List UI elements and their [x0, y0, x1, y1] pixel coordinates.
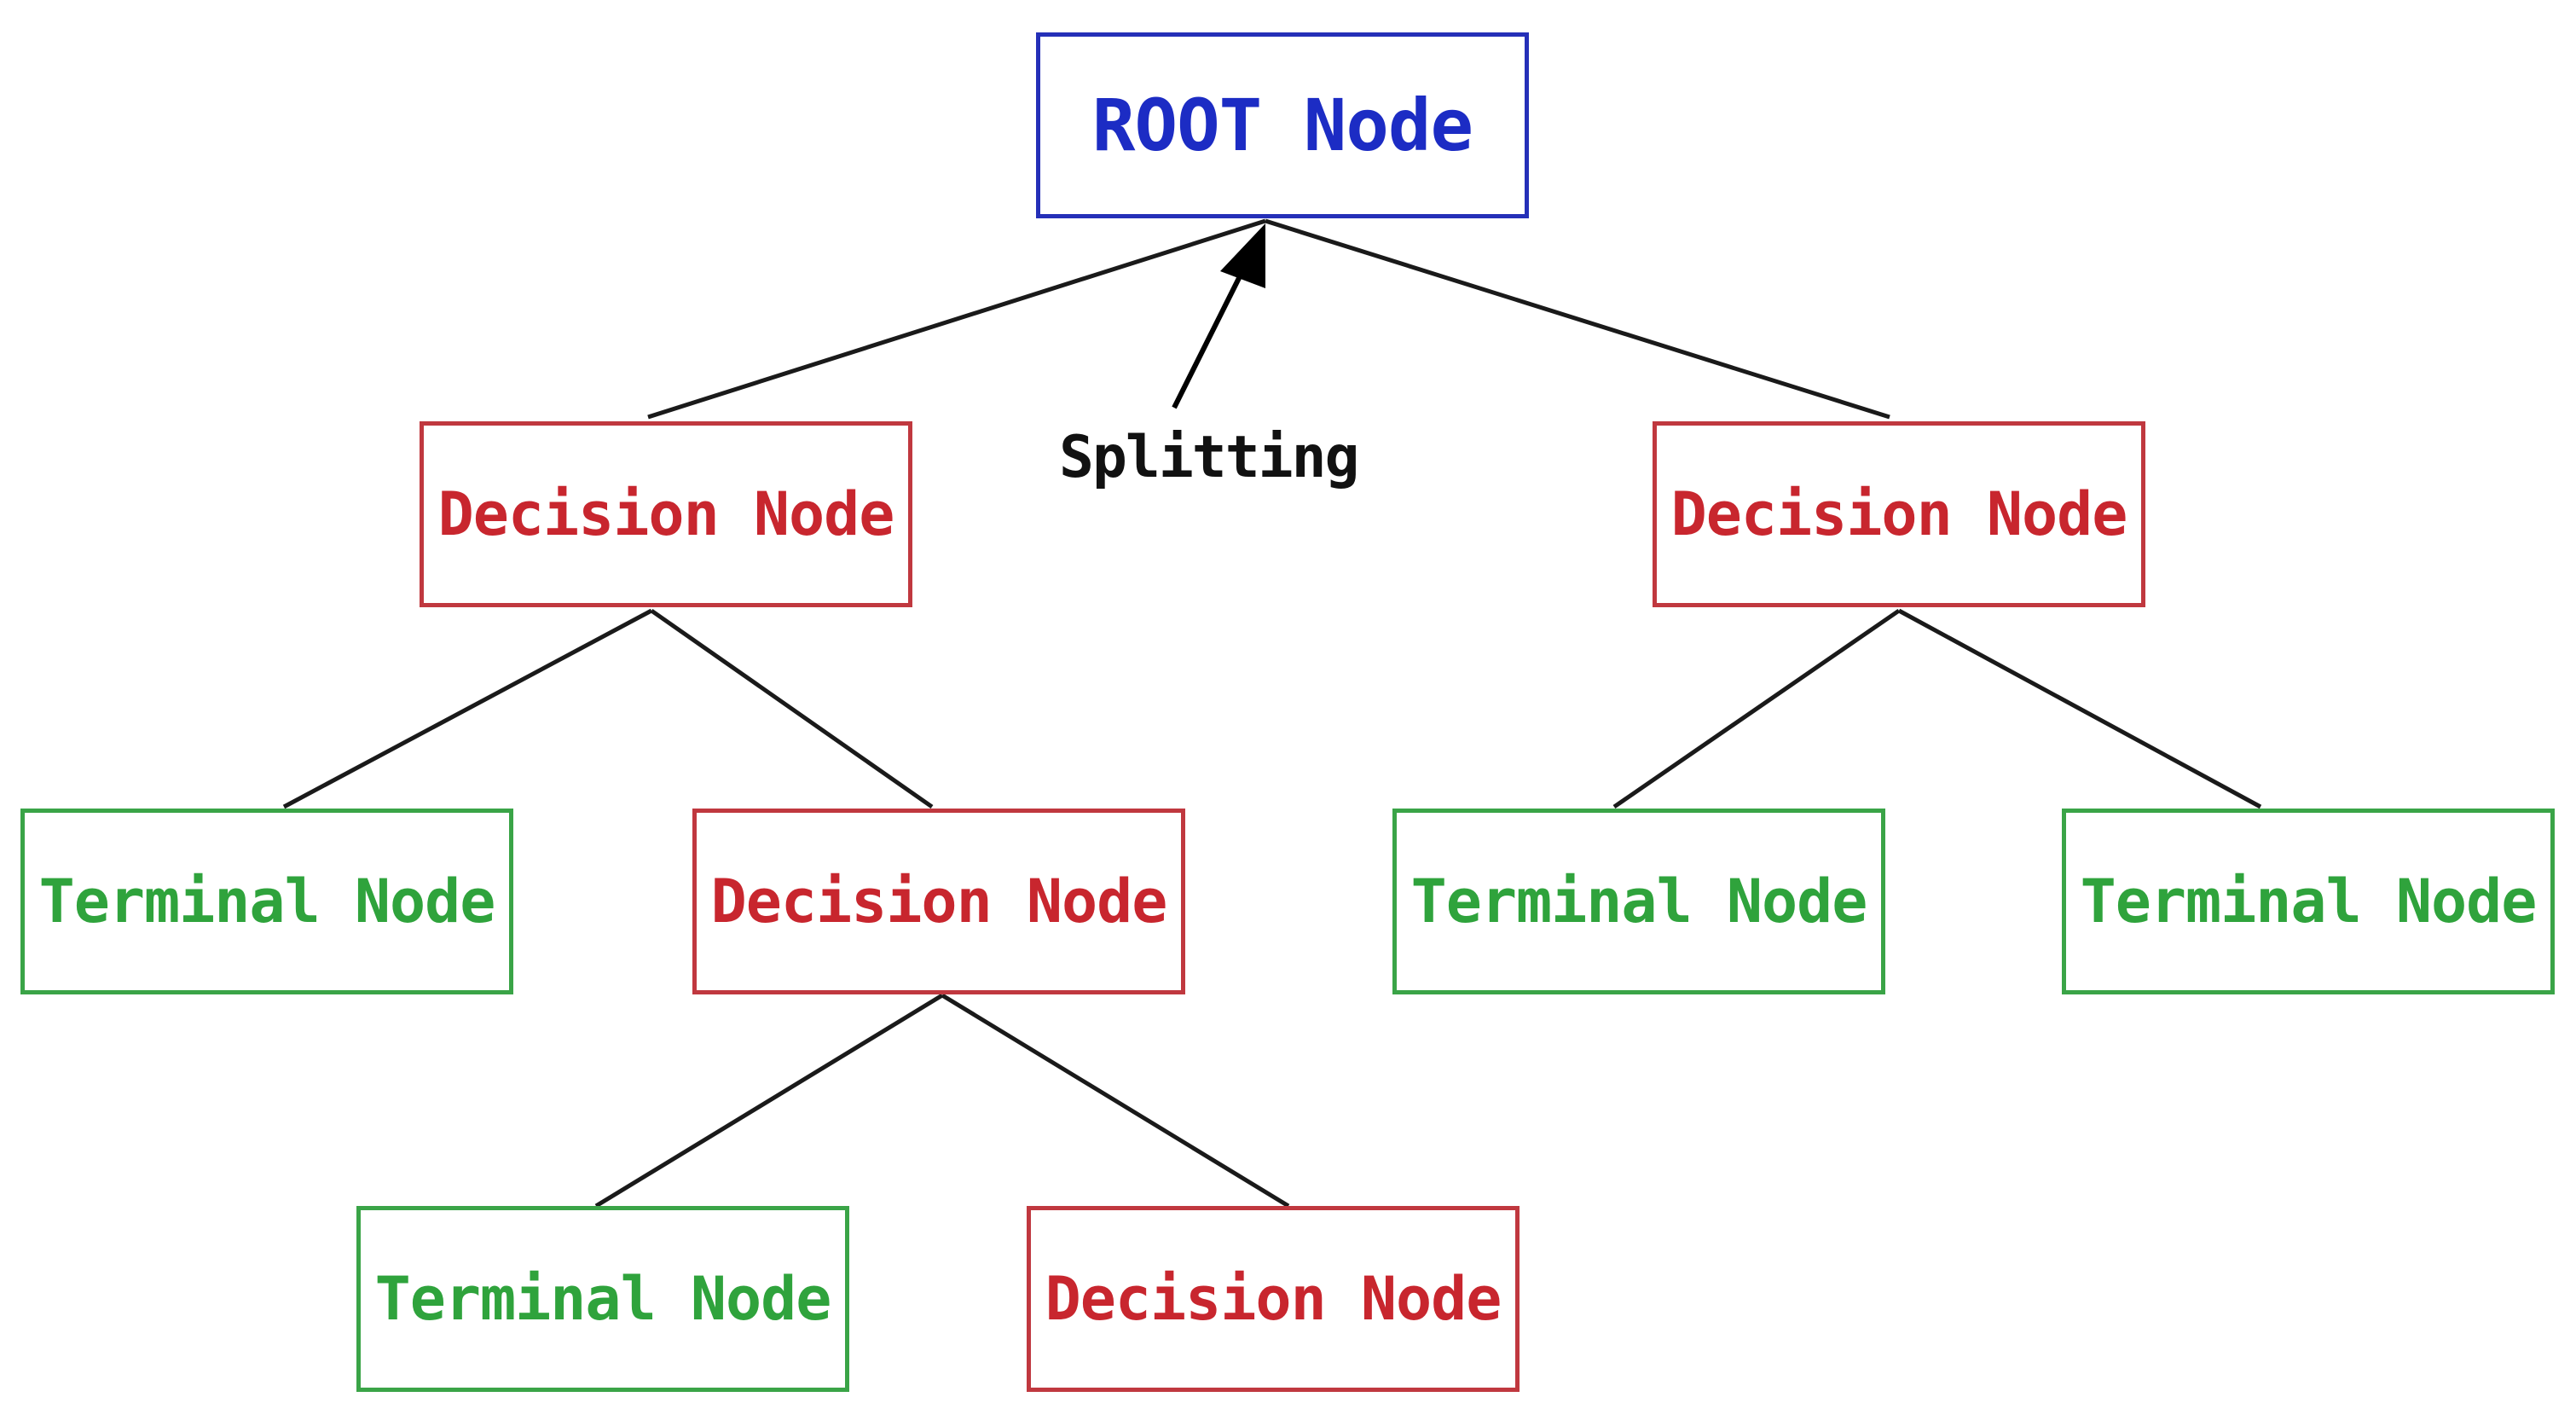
terminal-node-label: Terminal Node	[374, 1264, 832, 1334]
terminal-node-level3-far-left: Terminal Node	[20, 809, 513, 994]
decision-node-label: Decision Node	[437, 479, 895, 549]
decision-node-label: Decision Node	[1670, 479, 2128, 549]
edge-decision-left-to-terminal	[282, 608, 653, 809]
terminal-node-level4-left: Terminal Node	[356, 1206, 849, 1392]
decision-node-level2-left: Decision Node	[420, 421, 912, 607]
edge-root-to-decision-right	[1265, 218, 1890, 420]
splitting-label: Splitting	[1059, 424, 1359, 491]
edge-decision-mid-to-terminal	[594, 993, 944, 1209]
edge-root-to-decision-left	[647, 218, 1266, 420]
edge-decision-left-to-decision	[650, 608, 934, 809]
terminal-node-label: Terminal Node	[2080, 867, 2538, 936]
terminal-node-label: Terminal Node	[1410, 867, 1868, 936]
edge-decision-right-to-terminal-right	[1897, 608, 2262, 809]
edge-decision-mid-to-decision	[941, 993, 1290, 1209]
splitting-arrow	[1172, 254, 1253, 409]
decision-node-level3-middle: Decision Node	[692, 809, 1185, 994]
terminal-node-label: Terminal Node	[38, 867, 496, 936]
decision-node-level4-right: Decision Node	[1027, 1206, 1520, 1392]
terminal-node-level3-far-right: Terminal Node	[2062, 809, 2555, 994]
decision-node-label: Decision Node	[710, 867, 1168, 936]
terminal-node-level3-right-left: Terminal Node	[1392, 809, 1885, 994]
edge-decision-right-to-terminal-left	[1612, 608, 1901, 809]
decision-node-level2-right: Decision Node	[1653, 421, 2145, 607]
decision-node-label: Decision Node	[1045, 1264, 1502, 1334]
splitting-arrowhead	[1220, 223, 1265, 288]
root-node: ROOT Node	[1036, 32, 1529, 218]
root-node-label: ROOT Node	[1091, 84, 1473, 167]
